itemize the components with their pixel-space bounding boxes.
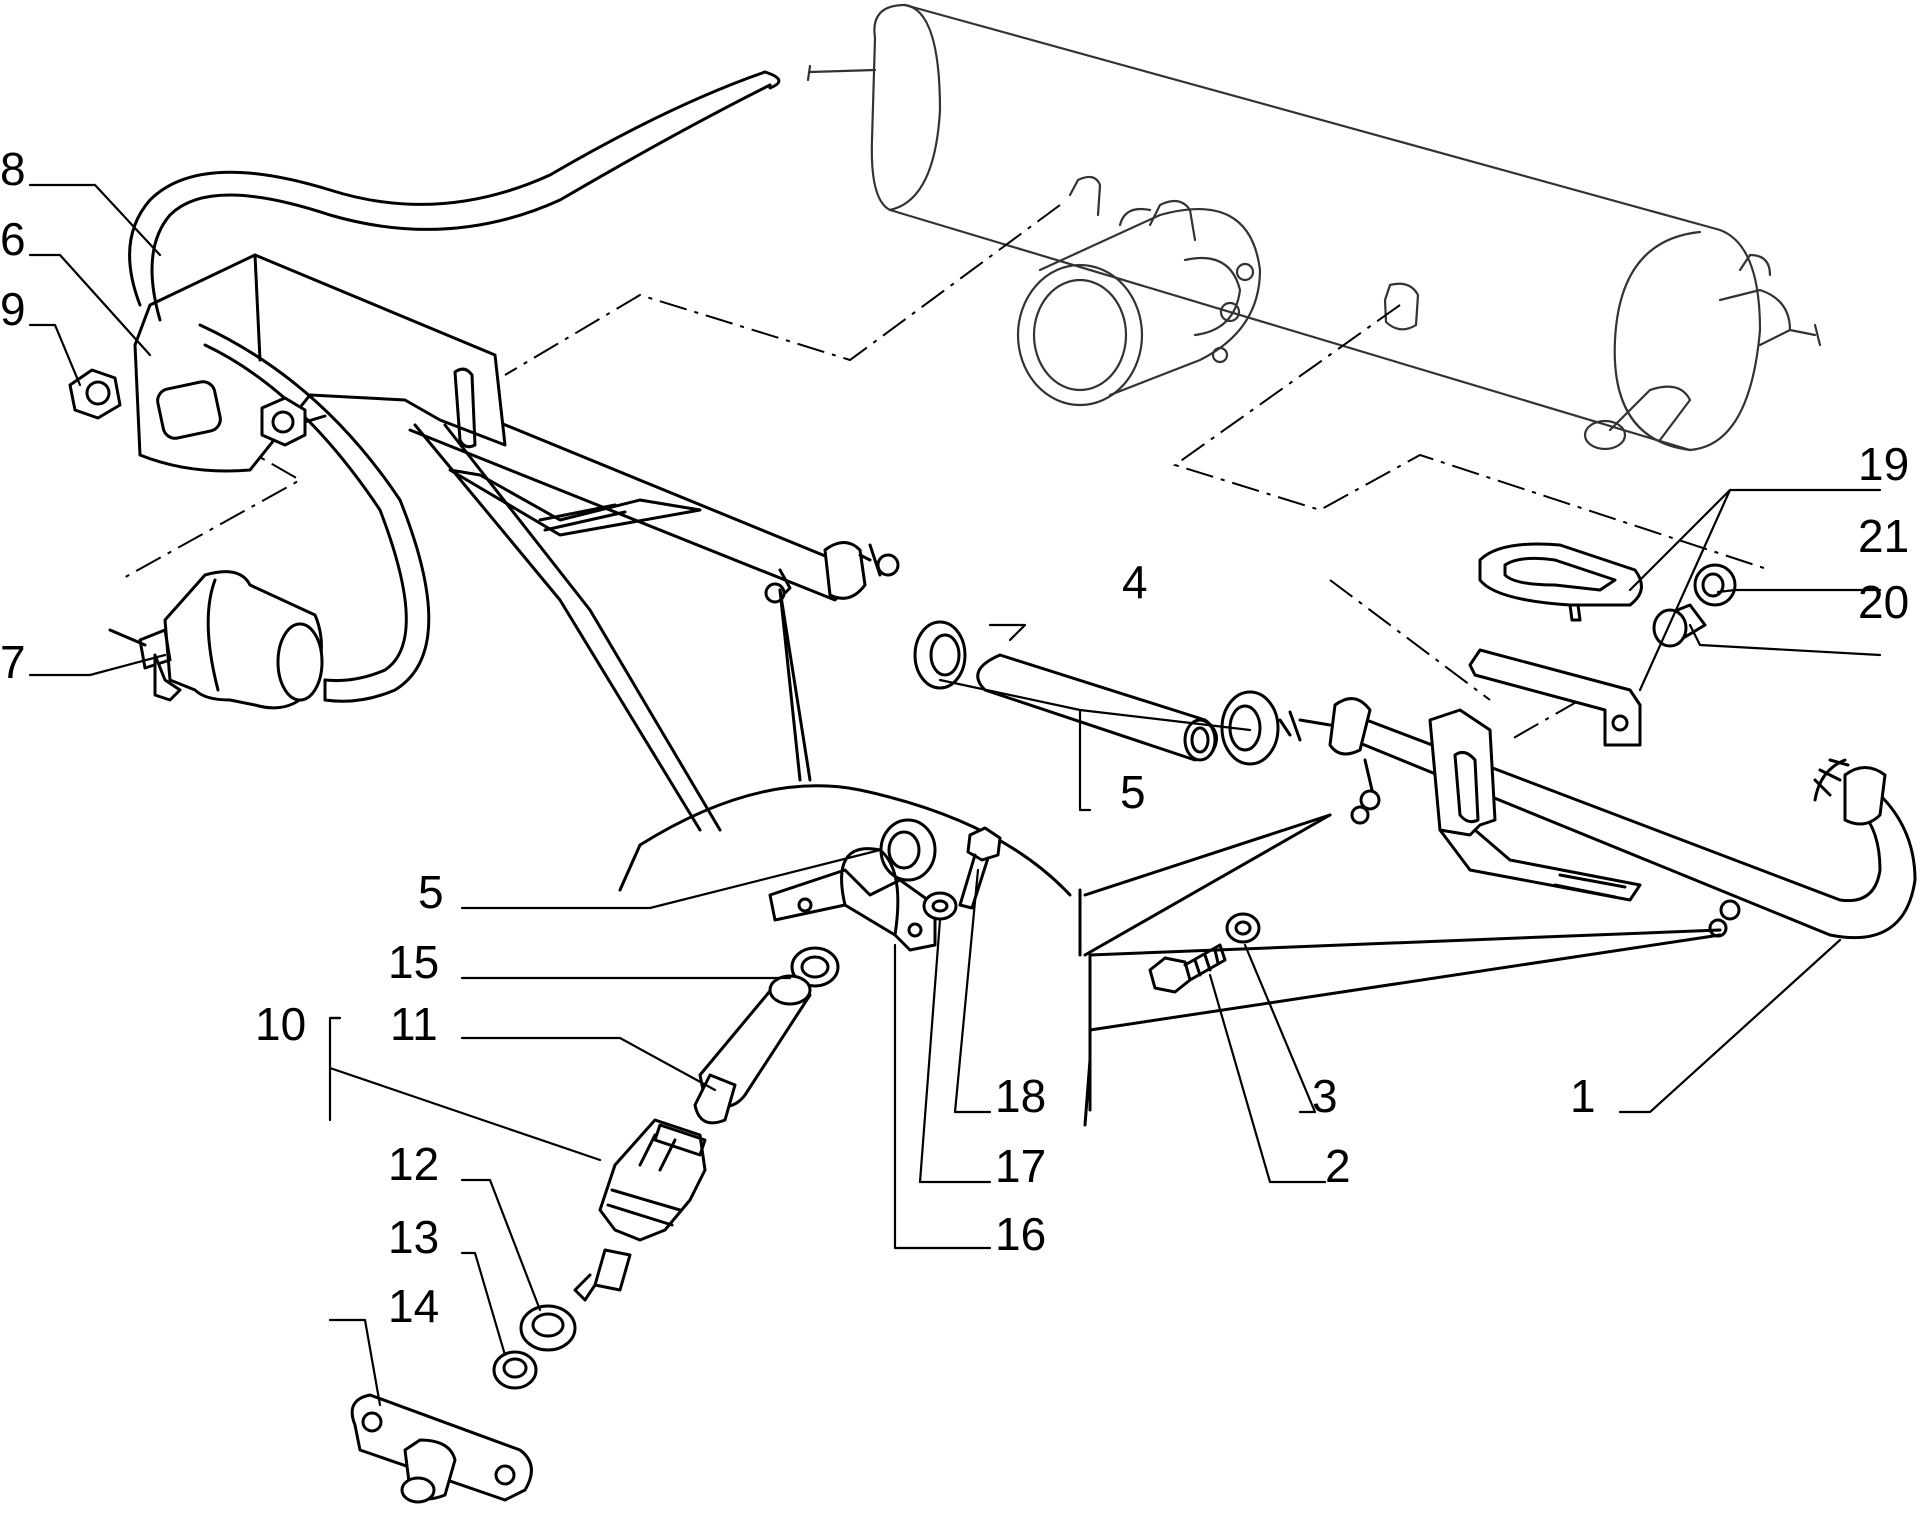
callout-2: 2 xyxy=(1325,1140,1351,1192)
callout-20: 20 xyxy=(1858,576,1909,628)
callout-5-detail: 5 xyxy=(418,866,444,918)
callout-17: 17 xyxy=(995,1140,1046,1192)
leader-lines xyxy=(28,183,1882,1407)
bolt-18 xyxy=(958,826,1002,910)
bracket-6 xyxy=(133,253,702,537)
ring-12 xyxy=(519,1304,577,1352)
right-fuel-rail-1 xyxy=(1278,697,1917,940)
callout-labels: 1 2 3 4 5 5 6 7 8 9 10 11 12 13 14 15 16… xyxy=(0,143,1909,1332)
callout-10: 10 xyxy=(255,998,306,1050)
bushing-21 xyxy=(1693,563,1737,607)
seal-5-left xyxy=(913,620,967,690)
callout-3: 3 xyxy=(1312,1070,1338,1122)
hose-regulator xyxy=(198,323,431,703)
hose-8 xyxy=(128,70,781,322)
nut-on-bracket xyxy=(260,396,327,447)
nozzle-11 xyxy=(693,974,812,1125)
washer-17 xyxy=(922,891,958,921)
silencer-background xyxy=(806,3,1822,452)
seal-5-detail xyxy=(879,818,937,882)
bolt-2 xyxy=(1148,943,1227,994)
callout-13: 13 xyxy=(388,1211,439,1263)
callout-8: 8 xyxy=(0,143,26,195)
callout-6: 6 xyxy=(0,213,26,265)
callout-21: 21 xyxy=(1858,510,1909,562)
left-fuel-rail xyxy=(408,388,900,604)
right-bracket xyxy=(1428,708,1642,902)
callout-16: 16 xyxy=(995,1208,1046,1260)
holder-14 xyxy=(350,1393,533,1504)
callout-1: 1 xyxy=(1570,1070,1596,1122)
callout-12: 12 xyxy=(388,1138,439,1190)
pressure-regulator-7 xyxy=(108,570,324,710)
washer-3 xyxy=(1225,912,1261,944)
callout-9: 9 xyxy=(0,283,26,335)
callout-7: 7 xyxy=(0,636,26,688)
callout-5-upper: 5 xyxy=(1120,766,1146,818)
plate-19 xyxy=(1468,648,1642,747)
callout-18: 18 xyxy=(995,1070,1046,1122)
detail-outline xyxy=(413,423,1722,1127)
nut-9 xyxy=(68,368,122,420)
clip-19 xyxy=(1478,542,1643,622)
callout-11: 11 xyxy=(390,998,438,1050)
oring-15 xyxy=(790,946,840,988)
callout-19: 19 xyxy=(1858,438,1909,490)
injector-10 xyxy=(573,1118,707,1302)
ring-13 xyxy=(492,1350,538,1390)
callout-4: 4 xyxy=(1122,556,1148,608)
callout-14: 14 xyxy=(388,1280,439,1332)
pipe-4 xyxy=(976,653,1218,762)
callout-15: 15 xyxy=(388,936,439,988)
